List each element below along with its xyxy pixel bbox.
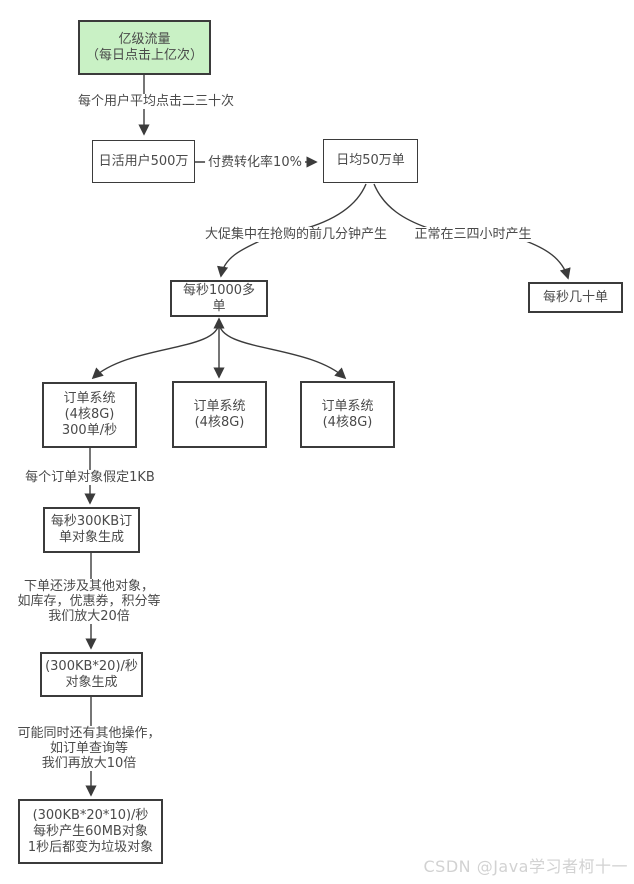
edge-label-promo-burst: 大促集中在抢购的前几分钟产生 — [201, 227, 391, 242]
edge-label-avg-clicks: 每个用户平均点击二三十次 — [74, 94, 238, 109]
node-daily-orders: 日均50万单 — [323, 139, 418, 183]
node-final-result: (300KB*20*10)/秒 每秒产生60MB对象 1秒后都变为垃圾对象 — [18, 799, 163, 864]
edge-peak-to-ordersystem1 — [91, 321, 220, 380]
edge-label-normal-time: 正常在三四小时产生 — [411, 227, 535, 242]
edge-promo-label-to-peak — [217, 239, 263, 278]
node-normal-orders: 每秒几十单 — [528, 282, 623, 313]
node-amplified-20: (300KB*20)/秒 对象生成 — [40, 652, 143, 697]
node-order-system-1: 订单系统 (4核8G) 300单/秒 — [42, 382, 137, 448]
node-order-system-3: 订单系统 (4核8G) — [300, 381, 395, 448]
node-kb-per-sec: 每秒300KB订 单对象生成 — [43, 507, 140, 553]
node-traffic: 亿级流量 （每日点击上亿次） — [78, 20, 211, 75]
edge-label-conversion: 付费转化率10% — [205, 155, 305, 170]
watermark: CSDN @Java学习者柯十一 — [423, 857, 628, 876]
edge-label-order-size: 每个订单对象假定1KB — [22, 470, 158, 485]
edge-normal-label-to-normalorders — [522, 239, 571, 280]
edge-label-amplify-20x: 下单还涉及其他对象， 如库存，优惠券，积分等 我们放大20倍 — [14, 579, 164, 624]
edge-dailyorders-to-promo-label — [299, 183, 367, 231]
edge-peak-to-ordersystem3 — [218, 321, 347, 380]
edge-label-amplify-10x: 可能同时还有其他操作， 如订单查询等 我们再放大10倍 — [14, 726, 164, 771]
node-peak-orders: 每秒1000多 单 — [170, 280, 268, 317]
edge-dailyorders-to-normal-label — [373, 183, 429, 229]
node-order-system-2: 订单系统 (4核8G) — [172, 381, 267, 448]
node-dau: 日活用户500万 — [92, 140, 195, 183]
